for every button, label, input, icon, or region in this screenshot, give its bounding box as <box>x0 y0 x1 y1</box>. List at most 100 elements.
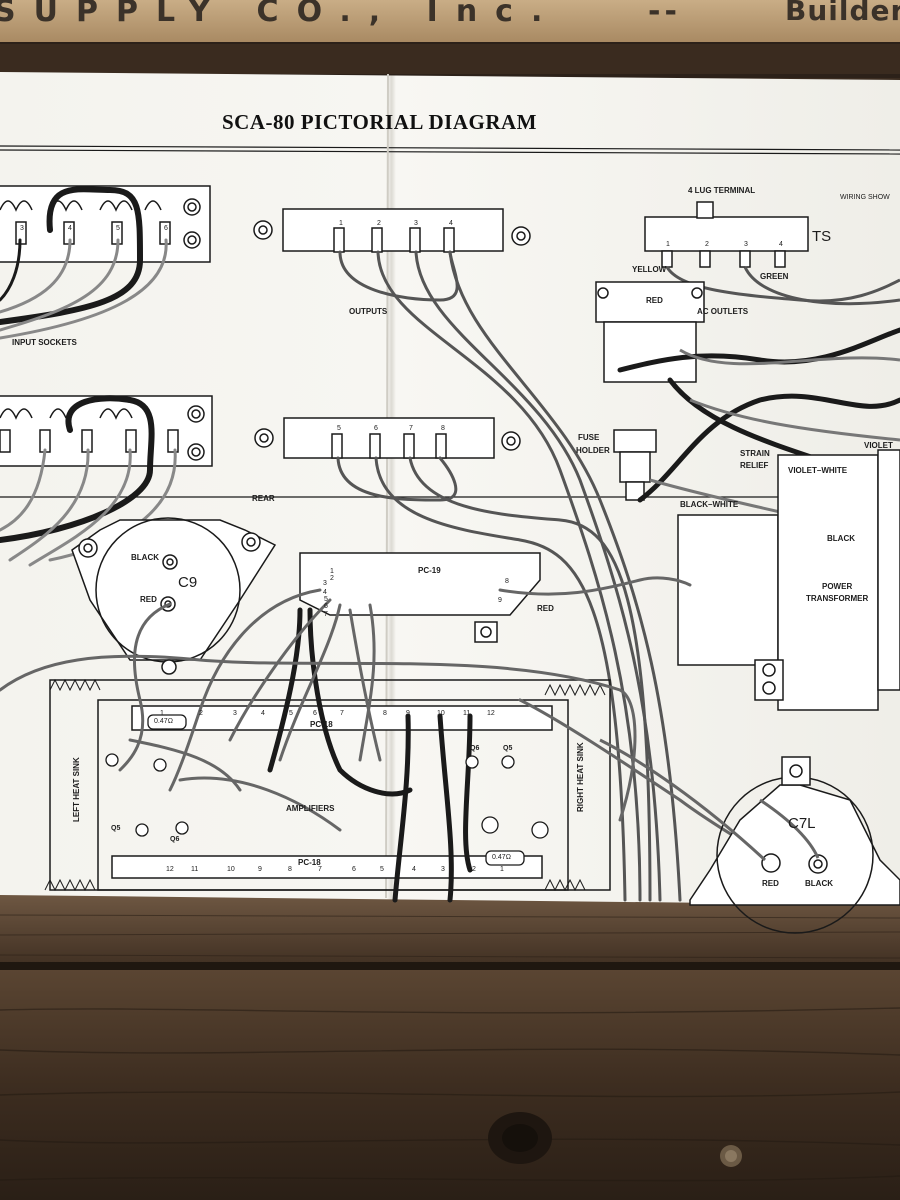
transistor-sockets <box>105 753 549 839</box>
terminal-number-pc18-top: 7 <box>340 710 344 717</box>
terminal-number-outputs-top: 1 <box>339 220 343 227</box>
wood-plank <box>0 970 900 1200</box>
diagram-paper <box>0 72 900 905</box>
terminal-number-pc18-bottom: 7 <box>318 866 322 873</box>
crate-dash: -- <box>648 0 681 29</box>
label-q6-right: Q6 <box>470 745 480 752</box>
label-outputs: OUTPUTS <box>349 307 388 316</box>
crate-builder-text: Builder <box>785 0 900 27</box>
terminal-number-pc18-bottom: 5 <box>380 866 384 873</box>
label-ts: TS <box>812 228 832 245</box>
terminal-number-pc19-right: 9 <box>498 597 502 604</box>
label-violet-white: VIOLET–WHITE <box>788 466 848 475</box>
label-right-heat-sink: RIGHT HEAT SINK <box>576 742 585 812</box>
terminal-number-pc18-bottom: 3 <box>441 866 445 873</box>
fuse-holder <box>613 429 657 501</box>
terminal-number-ts: 2 <box>705 241 709 248</box>
label-c7l: C7L <box>788 815 816 832</box>
label-input-sockets: INPUT SOCKETS <box>12 338 77 347</box>
terminal-number-pc18-top: 3 <box>233 710 237 717</box>
terminal-number-pc18-top: 12 <box>487 710 495 717</box>
label-black-white: BLACK–WHITE <box>680 500 739 509</box>
input-socket-strip-lower <box>0 395 213 467</box>
label-black-transformer: BLACK <box>827 534 855 543</box>
label-pc19: PC-19 <box>418 566 441 575</box>
terminal-number-pc19-left: 1 <box>330 568 334 575</box>
label-c9: C9 <box>178 574 198 591</box>
outputs-strip-lower <box>254 417 521 459</box>
terminal-number-pc18-top: 2 <box>199 710 203 717</box>
crate-board <box>0 0 900 42</box>
terminal-number-pc18-top: 4 <box>261 710 265 717</box>
label-holder: HOLDER <box>576 446 610 455</box>
terminal-number-pc18-top: 11 <box>463 710 471 717</box>
terminal-number-input-top: 3 <box>20 225 24 232</box>
left-heat-sink-fins <box>44 678 101 892</box>
terminal-number-pc19-right: 8 <box>505 578 509 585</box>
outputs-strip-upper <box>253 208 531 253</box>
terminal-number-pc19-left: 3 <box>323 580 327 587</box>
label-resistor-left: 0.47Ω <box>154 718 174 725</box>
terminal-number-ts: 1 <box>666 241 670 248</box>
label-red-pc19: RED <box>537 604 554 613</box>
four-lug-terminal <box>644 201 809 268</box>
terminal-number-pc19-left: 6 <box>324 603 328 610</box>
terminal-number-pc18-bottom: 12 <box>166 866 174 873</box>
terminal-number-pc18-bottom: 1 <box>500 866 504 873</box>
label-red-c7l: RED <box>762 879 779 888</box>
crate-lettering: SUPPLY CO., Inc. -- Builder <box>0 0 900 34</box>
terminal-number-outputs-bottom: 6 <box>374 425 378 432</box>
terminal-number-pc18-bottom: 8 <box>288 866 292 873</box>
label-rear: REAR <box>252 494 275 503</box>
terminal-number-pc19-left: 2 <box>330 575 334 582</box>
label-red-ac: RED <box>646 296 663 305</box>
label-q5-right: Q5 <box>503 745 513 752</box>
label-pc18-top: PC-18 <box>310 720 333 729</box>
terminal-number-outputs-bottom: 5 <box>337 425 341 432</box>
terminal-number-pc18-top: 9 <box>406 710 410 717</box>
terminal-number-pc18-bottom: 10 <box>227 866 235 873</box>
terminal-number-pc18-top: 1 <box>160 710 164 717</box>
label-q6-left: Q6 <box>170 836 180 843</box>
terminal-number-input-top: 5 <box>116 225 120 232</box>
header-right-label: WIRING SHOW <box>840 194 890 201</box>
terminal-number-pc18-bottom: 11 <box>191 866 199 873</box>
label-transformer: TRANSFORMER <box>806 594 869 603</box>
terminal-number-pc18-top: 5 <box>289 710 293 717</box>
label-violet: VIOLET <box>864 441 893 450</box>
label-green: GREEN <box>760 272 789 281</box>
terminal-number-outputs-bottom: 8 <box>441 425 445 432</box>
terminal-number-outputs-top: 2 <box>377 220 381 227</box>
label-strain: STRAIN <box>740 449 770 458</box>
label-power: POWER <box>822 582 853 591</box>
pc19-board <box>299 552 541 643</box>
terminal-number-outputs-top: 3 <box>414 220 418 227</box>
terminal-number-pc18-top: 6 <box>313 710 317 717</box>
terminal-number-input-top: 4 <box>68 225 72 232</box>
right-heat-sink-fins <box>544 683 606 892</box>
terminal-number-ts: 4 <box>779 241 783 248</box>
diagram-title: SCA-80 PICTORIAL DIAGRAM <box>222 110 537 134</box>
label-ac-outlets: AC OUTLETS <box>697 307 749 316</box>
terminal-number-pc18-top: 8 <box>383 710 387 717</box>
label-fuse: FUSE <box>578 433 600 442</box>
label-yellow: YELLOW <box>632 265 667 274</box>
label-black-c9: BLACK <box>131 553 159 562</box>
terminal-number-pc19-left: 5 <box>324 596 328 603</box>
terminal-number-pc18-bottom: 2 <box>472 866 476 873</box>
label-four-lug-terminal: 4 LUG TERMINAL <box>688 186 756 195</box>
label-relief: RELIEF <box>740 461 769 470</box>
terminal-number-pc18-bottom: 6 <box>352 866 356 873</box>
pc18-board <box>49 679 611 891</box>
label-red-c9: RED <box>140 595 157 604</box>
terminal-number-pc19-left: 4 <box>323 589 327 596</box>
capacitor-c9 <box>71 517 277 675</box>
terminal-number-outputs-bottom: 7 <box>409 425 413 432</box>
label-pc18-bottom: PC-18 <box>298 858 321 867</box>
terminal-number-pc18-bottom: 9 <box>258 866 262 873</box>
power-transformer <box>677 449 900 711</box>
terminal-number-pc18-bottom: 4 <box>412 866 416 873</box>
label-q5-left: Q5 <box>111 825 121 832</box>
label-black-c7l: BLACK <box>805 879 833 888</box>
